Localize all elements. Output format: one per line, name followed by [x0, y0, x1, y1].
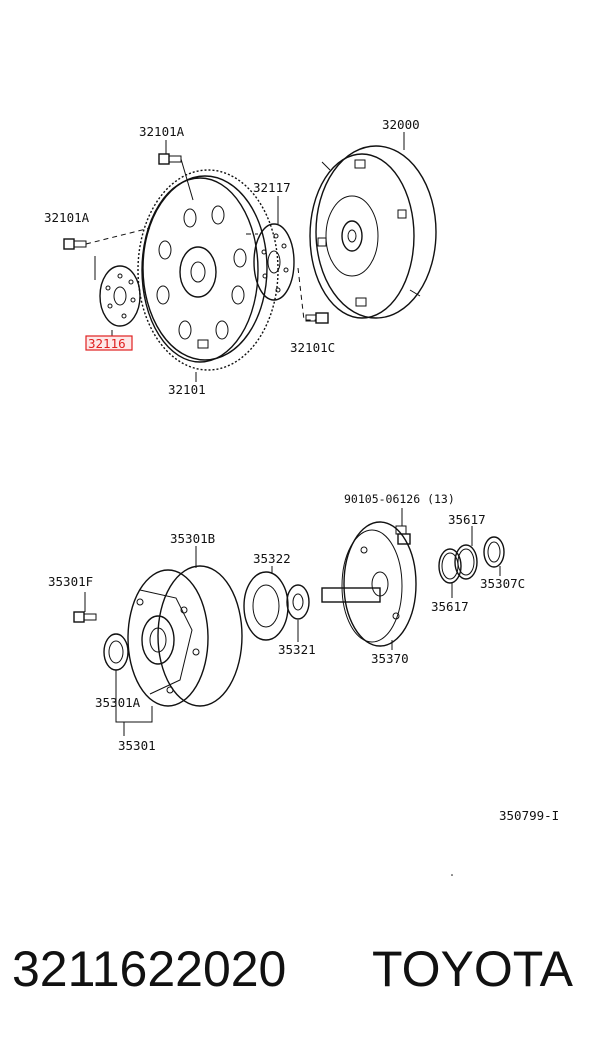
part-number: 3211622020	[12, 941, 287, 997]
label-32101A-top: 32101A	[139, 124, 185, 139]
drive-plate-32101	[137, 169, 279, 371]
label-90105-06126: 90105-06126 (13)	[344, 492, 455, 506]
label-35617-bottom: 35617	[431, 599, 469, 614]
bolt-32101C	[297, 267, 329, 324]
label-32116: 32116	[88, 336, 126, 351]
label-35301B: 35301B	[170, 531, 215, 546]
torque-converter-32000	[309, 145, 437, 319]
plate-32117	[246, 223, 295, 301]
parts-diagram: 32101A 32000 32101A 32117 32116 32101C 3…	[44, 117, 559, 876]
bolt-35301F	[73, 611, 97, 623]
label-35301A: 35301A	[95, 695, 141, 710]
bolt-32101A-left	[63, 227, 151, 250]
label-35322: 35322	[253, 551, 291, 566]
bolt-90105-06126	[395, 525, 411, 545]
label-32000: 32000	[382, 117, 420, 132]
gear-35322	[243, 571, 289, 641]
label-35301: 35301	[118, 738, 156, 753]
ring-35307C	[483, 536, 505, 568]
oil-seal-35301A	[103, 633, 129, 671]
label-32101C: 32101C	[290, 340, 335, 355]
label-35307C: 35307C	[480, 576, 525, 591]
label-32101A-left: 32101A	[44, 210, 90, 225]
label-35301F: 35301F	[48, 574, 93, 589]
label-35617-top: 35617	[448, 512, 486, 527]
pump-body-35301	[127, 565, 243, 707]
brand-name: TOYOTA	[372, 941, 573, 997]
label-35370: 35370	[371, 651, 409, 666]
gear-35321	[286, 584, 310, 620]
caption: 3211622020 TOYOTA	[0, 930, 600, 1020]
label-35321: 35321	[278, 642, 316, 657]
rings-35617	[438, 544, 478, 584]
label-32101: 32101	[168, 382, 206, 397]
label-32117: 32117	[253, 180, 291, 195]
bolt-32101A-top	[158, 153, 194, 201]
stator-shaft-35370	[321, 521, 417, 647]
plate-32116	[99, 265, 141, 327]
highlight-box-32116	[85, 335, 133, 351]
label-reference-350799-I: 350799-I	[499, 808, 559, 823]
